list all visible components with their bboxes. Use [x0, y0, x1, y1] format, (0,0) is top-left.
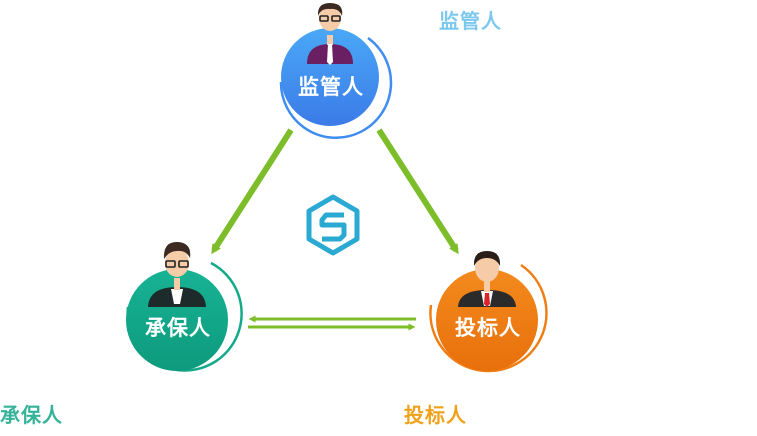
- supervisor-node: [279, 3, 393, 139]
- person-with-tie-icon: [458, 251, 516, 307]
- arrow-supervisor-to-underwriter: [211, 128, 294, 255]
- underwriter-caption: 承保人: [0, 403, 63, 427]
- bidder-node: [429, 251, 548, 373]
- person-with-glasses-icon: [307, 3, 353, 65]
- underwriter-node: [126, 241, 243, 372]
- arrow-supervisor-to-bidder: [376, 128, 459, 255]
- person-with-glasses-icon: [148, 241, 206, 307]
- hexagon-s-logo-icon: [306, 194, 360, 256]
- bidder-caption: 投标人: [404, 403, 467, 427]
- supervisor-node-label: 监管人: [298, 75, 364, 99]
- bidder-node-label: 投标人: [455, 316, 521, 340]
- supervisor-caption: 监管人: [439, 9, 502, 33]
- underwriter-node-label: 承保人: [145, 316, 211, 340]
